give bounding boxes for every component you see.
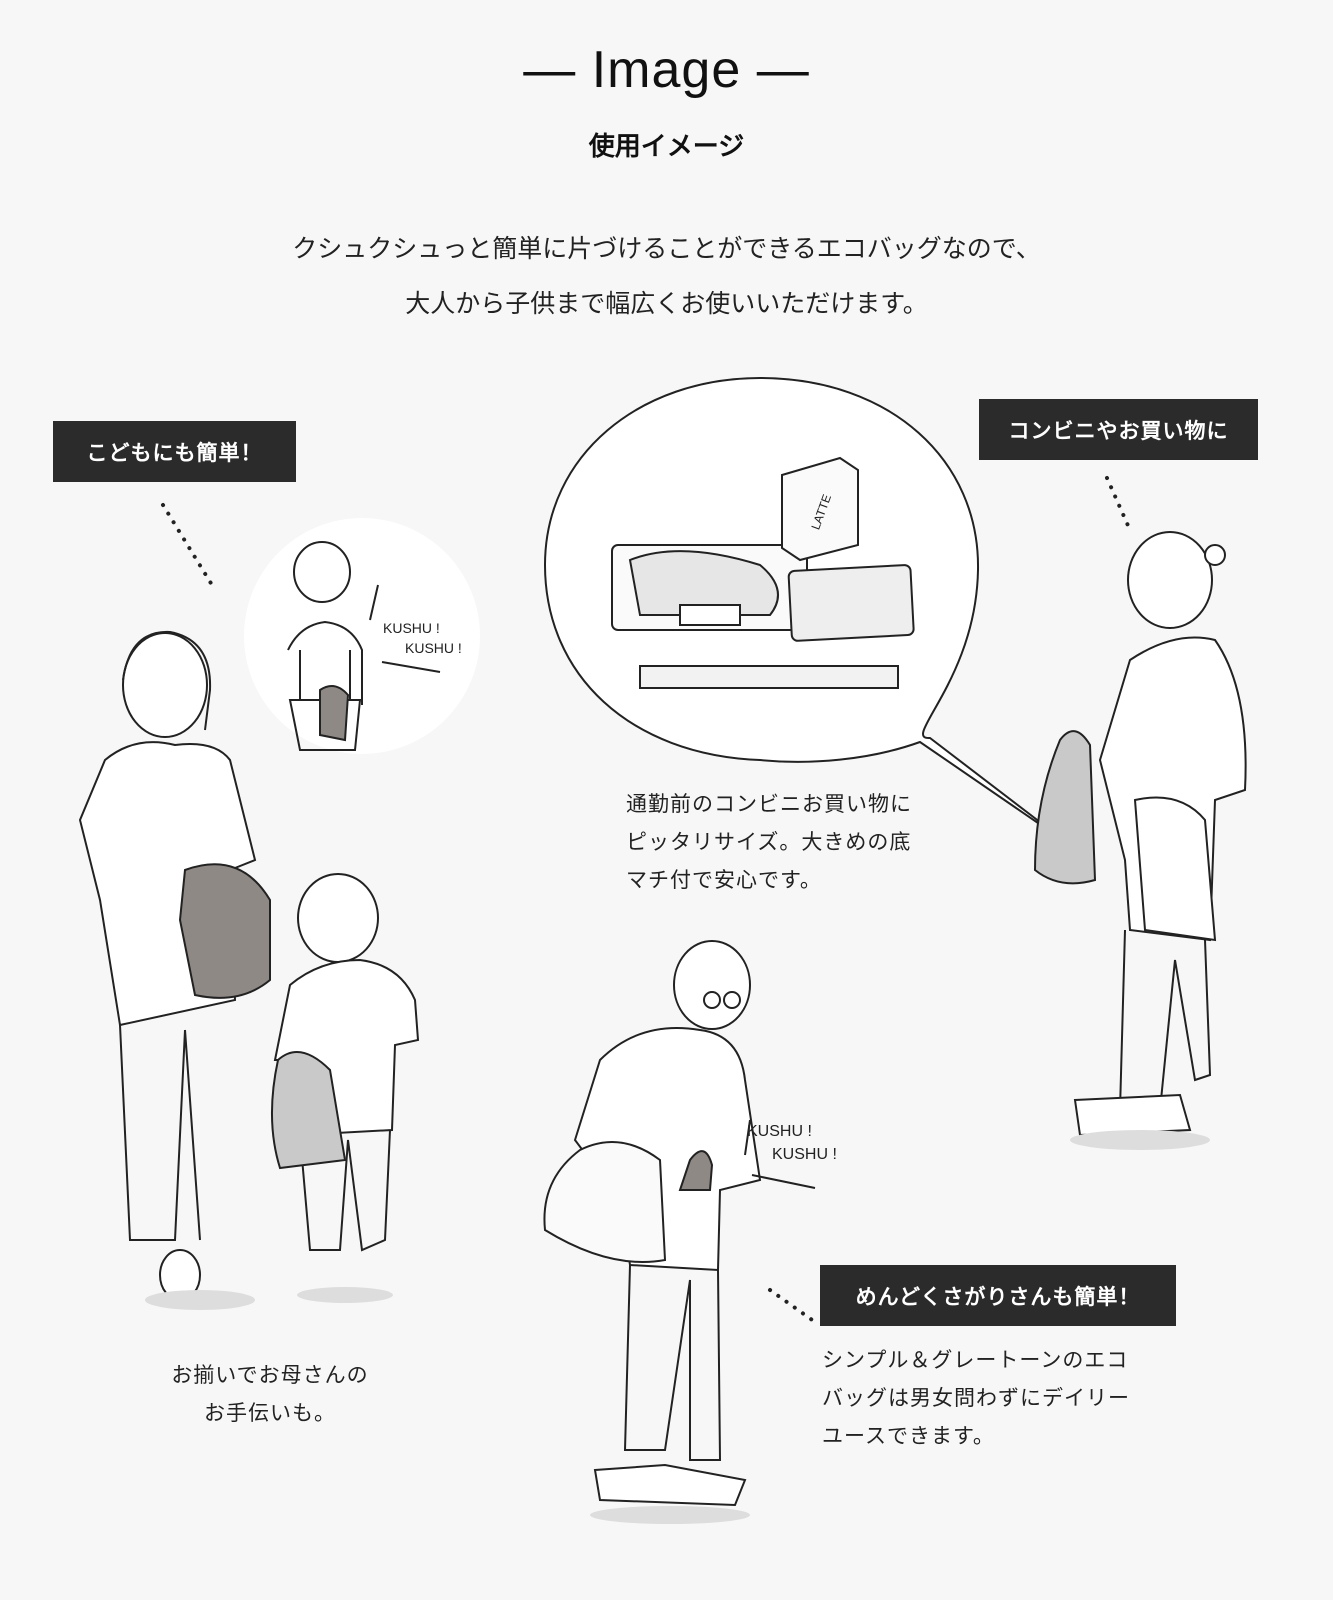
woman-figure bbox=[1033, 531, 1247, 1150]
caption-line: お手伝いも。 bbox=[204, 1401, 336, 1425]
scene-label-kids: こどもにも簡単！ bbox=[53, 421, 296, 482]
sound-text: KUSHU ! bbox=[747, 1123, 812, 1140]
child-figure bbox=[270, 873, 420, 1303]
scene-caption-lazy: シンプル＆グレートーンのエコ バッグは男女問わずにデイリー ユースできます。 bbox=[822, 1341, 1130, 1455]
dotted-leader bbox=[768, 1288, 817, 1324]
intro-line-2: 大人から子供まで幅広くお使いいただけます。 bbox=[405, 289, 928, 318]
dotted-leader bbox=[1105, 476, 1132, 532]
section-subtitle: 使用イメージ bbox=[588, 132, 745, 162]
caption-line: ピッタリサイズ。大きめの底 bbox=[626, 830, 912, 854]
caption-line: バッグは男女問わずにデイリー bbox=[822, 1386, 1130, 1410]
sound-text: KUSHU ! bbox=[772, 1146, 837, 1163]
latte-carton bbox=[781, 456, 859, 562]
convenience-store-items bbox=[611, 456, 915, 689]
scene-label-lazy: めんどくさがりさんも簡単！ bbox=[820, 1265, 1176, 1326]
man-figure bbox=[543, 940, 816, 1524]
scene-label-convenience: コンビニやお買い物に bbox=[979, 399, 1258, 460]
caption-line: シンプル＆グレートーンのエコ bbox=[822, 1348, 1129, 1372]
caption-line: 通勤前のコンビニお買い物に bbox=[626, 792, 912, 816]
sound-text: KUSHU ! bbox=[405, 640, 462, 656]
section-title: — Image — bbox=[523, 41, 810, 99]
caption-line: マチ付で安心です。 bbox=[626, 868, 822, 892]
inset-circle bbox=[244, 518, 480, 754]
sound-text: KUSHU ! bbox=[383, 620, 440, 636]
mother-figure bbox=[78, 630, 271, 1310]
scene-caption-convenience: 通勤前のコンビニお買い物に ピッタリサイズ。大きめの底 マチ付で安心です。 bbox=[626, 785, 912, 899]
intro-line-1: クシュクシュっと簡単に片づけることができるエコバッグなので、 bbox=[292, 234, 1041, 263]
child-inset-figure bbox=[287, 541, 441, 751]
caption-line: ユースできます。 bbox=[822, 1424, 995, 1448]
scene-caption-kids: お揃いでお母さんの お手伝いも。 bbox=[120, 1356, 420, 1432]
caption-line: お揃いでお母さんの bbox=[171, 1363, 369, 1387]
dotted-leader bbox=[161, 503, 214, 587]
